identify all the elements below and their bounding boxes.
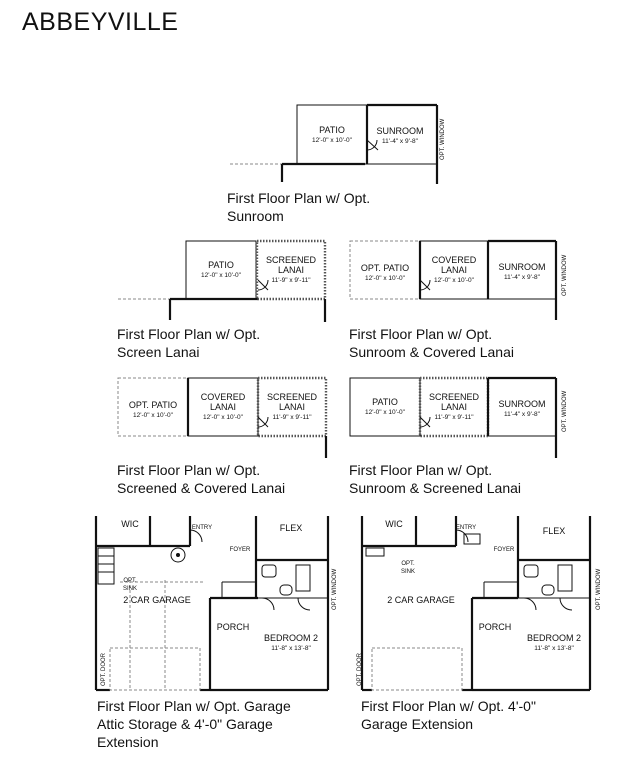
caption-line: Screen Lanai <box>117 344 200 360</box>
caption-line: Sunroom & Covered Lanai <box>349 344 514 360</box>
room-dim: 11'-4" x 9'-8" <box>504 274 541 281</box>
room-dim: 12'-0" x 10'-0" <box>312 137 353 144</box>
opt-window-label: OPT. WINDOW <box>332 568 338 610</box>
room-label: SCREENED <box>267 392 318 402</box>
room-label: WIC <box>385 519 403 529</box>
room-label: LANAI <box>279 402 305 412</box>
plan-opt-sunroom-covered-lanai: OPT. PATIO 12'-0" x 10'-0" COVERED LANAI… <box>349 239 568 320</box>
room-label: 2 CAR GARAGE <box>123 595 191 605</box>
room-dim: 11'-9" x 9'-11" <box>272 414 312 421</box>
plan-opt-sunroom-screened-lanai: PATIO 12'-0" x 10'-0" SCREENED LANAI 11'… <box>349 376 568 458</box>
room-label: SUNROOM <box>377 126 424 136</box>
room-label: PORCH <box>479 622 512 632</box>
room-dim: 12'-0" x 10'-0" <box>434 277 475 284</box>
room-label: SCREENED <box>266 255 317 265</box>
room-label: BEDROOM 2 <box>264 633 318 643</box>
room-label: FLEX <box>280 523 303 533</box>
caption-opt-garage-attic-extension: First Floor Plan w/ Opt. Garage Attic St… <box>97 697 291 751</box>
opt-window-label: OPT. WINDOW <box>562 390 568 432</box>
caption-line: Extension <box>97 734 159 750</box>
plan-opt-garage-attic-extension: WIC ENTRY FLEX FOYER OPT. SINK 2 CAR GAR… <box>94 516 338 692</box>
caption-opt-screen-lanai: First Floor Plan w/ Opt. Screen Lanai <box>117 325 260 361</box>
room-label: SINK <box>401 569 415 575</box>
room-label: LANAI <box>441 402 467 412</box>
room-label: FOYER <box>230 547 251 553</box>
room-label: ENTRY <box>192 525 212 531</box>
caption-line: Sunroom <box>227 208 284 224</box>
room-label: LANAI <box>210 402 236 412</box>
room-dim: 11'-4" x 9'-8" <box>504 411 541 418</box>
room-label: SINK <box>123 586 137 592</box>
room-label: SCREENED <box>429 392 480 402</box>
caption-line: First Floor Plan w/ Opt. <box>117 462 261 478</box>
room-dim: 11'-8" x 13'-8" <box>534 645 574 652</box>
opt-window-label: OPT. WINDOW <box>562 254 568 296</box>
plan-opt-screen-lanai: PATIO 12'-0" x 10'-0" SCREENED LANAI 11'… <box>118 239 327 322</box>
room-label: LANAI <box>278 265 304 275</box>
room-dim: 11'-4" x 9'-8" <box>382 138 419 145</box>
room-label: 2 CAR GARAGE <box>387 595 455 605</box>
room-label: PORCH <box>217 622 250 632</box>
opt-window-label: OPT. WINDOW <box>440 118 446 160</box>
caption-opt-sunroom: First Floor Plan w/ Opt. Sunroom <box>227 189 370 225</box>
room-label: PATIO <box>208 260 234 270</box>
room-dim: 12'-0" x 10'-0" <box>133 412 174 419</box>
caption-line: First Floor Plan w/ Opt. <box>117 326 261 342</box>
room-dim: 12'-0" x 10'-0" <box>365 275 406 282</box>
caption-line: Screened & Covered Lanai <box>117 480 286 496</box>
room-label: PATIO <box>319 125 345 135</box>
caption-line: First Floor Plan w/ Opt. <box>349 326 493 342</box>
room-label: SUNROOM <box>499 399 546 409</box>
opt-window-label: OPT. WINDOW <box>596 568 602 610</box>
caption-line: Sunroom & Screened Lanai <box>349 480 521 496</box>
room-label: OPT. <box>401 561 415 567</box>
room-dim: 11'-9" x 9'-11" <box>271 277 311 284</box>
room-dim: 12'-0" x 10'-0" <box>365 409 406 416</box>
room-label: COVERED <box>201 392 246 402</box>
caption-opt-screened-covered-lanai: First Floor Plan w/ Opt. Screened & Cove… <box>117 461 285 497</box>
room-dim: 12'-0" x 10'-0" <box>201 272 242 279</box>
room-label: OPT. PATIO <box>361 263 409 273</box>
caption-line: First Floor Plan w/ Opt. <box>349 462 493 478</box>
caption-opt-garage-extension: First Floor Plan w/ Opt. 4'-0" Garage Ex… <box>361 697 536 733</box>
plan-opt-screened-covered-lanai: OPT. PATIO 12'-0" x 10'-0" COVERED LANAI… <box>117 376 328 458</box>
plan-opt-garage-extension: WIC ENTRY FLEX FOYER OPT. SINK 2 CAR GAR… <box>357 516 602 692</box>
page-title: ABBEYVILLE <box>22 8 179 36</box>
caption-line: First Floor Plan w/ Opt. Garage <box>97 698 291 714</box>
caption-line: First Floor Plan w/ Opt. 4'-0" <box>361 698 536 714</box>
room-label: FOYER <box>494 547 515 553</box>
plan-opt-sunroom: PATIO 12'-0" x 10'-0" SUNROOM 11'-4" x 9… <box>230 103 446 184</box>
opt-door-label: OPT. DOOR <box>101 652 107 686</box>
room-label: OPT. <box>123 578 137 584</box>
room-label: ENTRY <box>456 525 476 531</box>
room-dim: 11'-8" x 13'-8" <box>271 645 311 652</box>
room-dim: 11'-9" x 9'-11" <box>434 414 474 421</box>
opt-door-label: OPT. DOOR <box>357 652 363 686</box>
room-label: SUNROOM <box>499 262 546 272</box>
room-label: WIC <box>121 519 139 529</box>
caption-line: Attic Storage & 4'-0" Garage <box>97 716 273 732</box>
room-label: COVERED <box>432 255 477 265</box>
room-label: OPT. PATIO <box>129 400 177 410</box>
caption-line: Garage Extension <box>361 716 474 732</box>
room-label: FLEX <box>543 526 566 536</box>
caption-line: First Floor Plan w/ Opt. <box>227 190 371 206</box>
room-label: PATIO <box>372 397 398 407</box>
room-dim: 12'-0" x 10'-0" <box>203 414 244 421</box>
room-label: BEDROOM 2 <box>527 633 581 643</box>
room-label: LANAI <box>441 265 467 275</box>
caption-opt-sunroom-screened-lanai: First Floor Plan w/ Opt. Sunroom & Scree… <box>349 461 521 497</box>
caption-opt-sunroom-covered-lanai: First Floor Plan w/ Opt. Sunroom & Cover… <box>349 325 514 361</box>
